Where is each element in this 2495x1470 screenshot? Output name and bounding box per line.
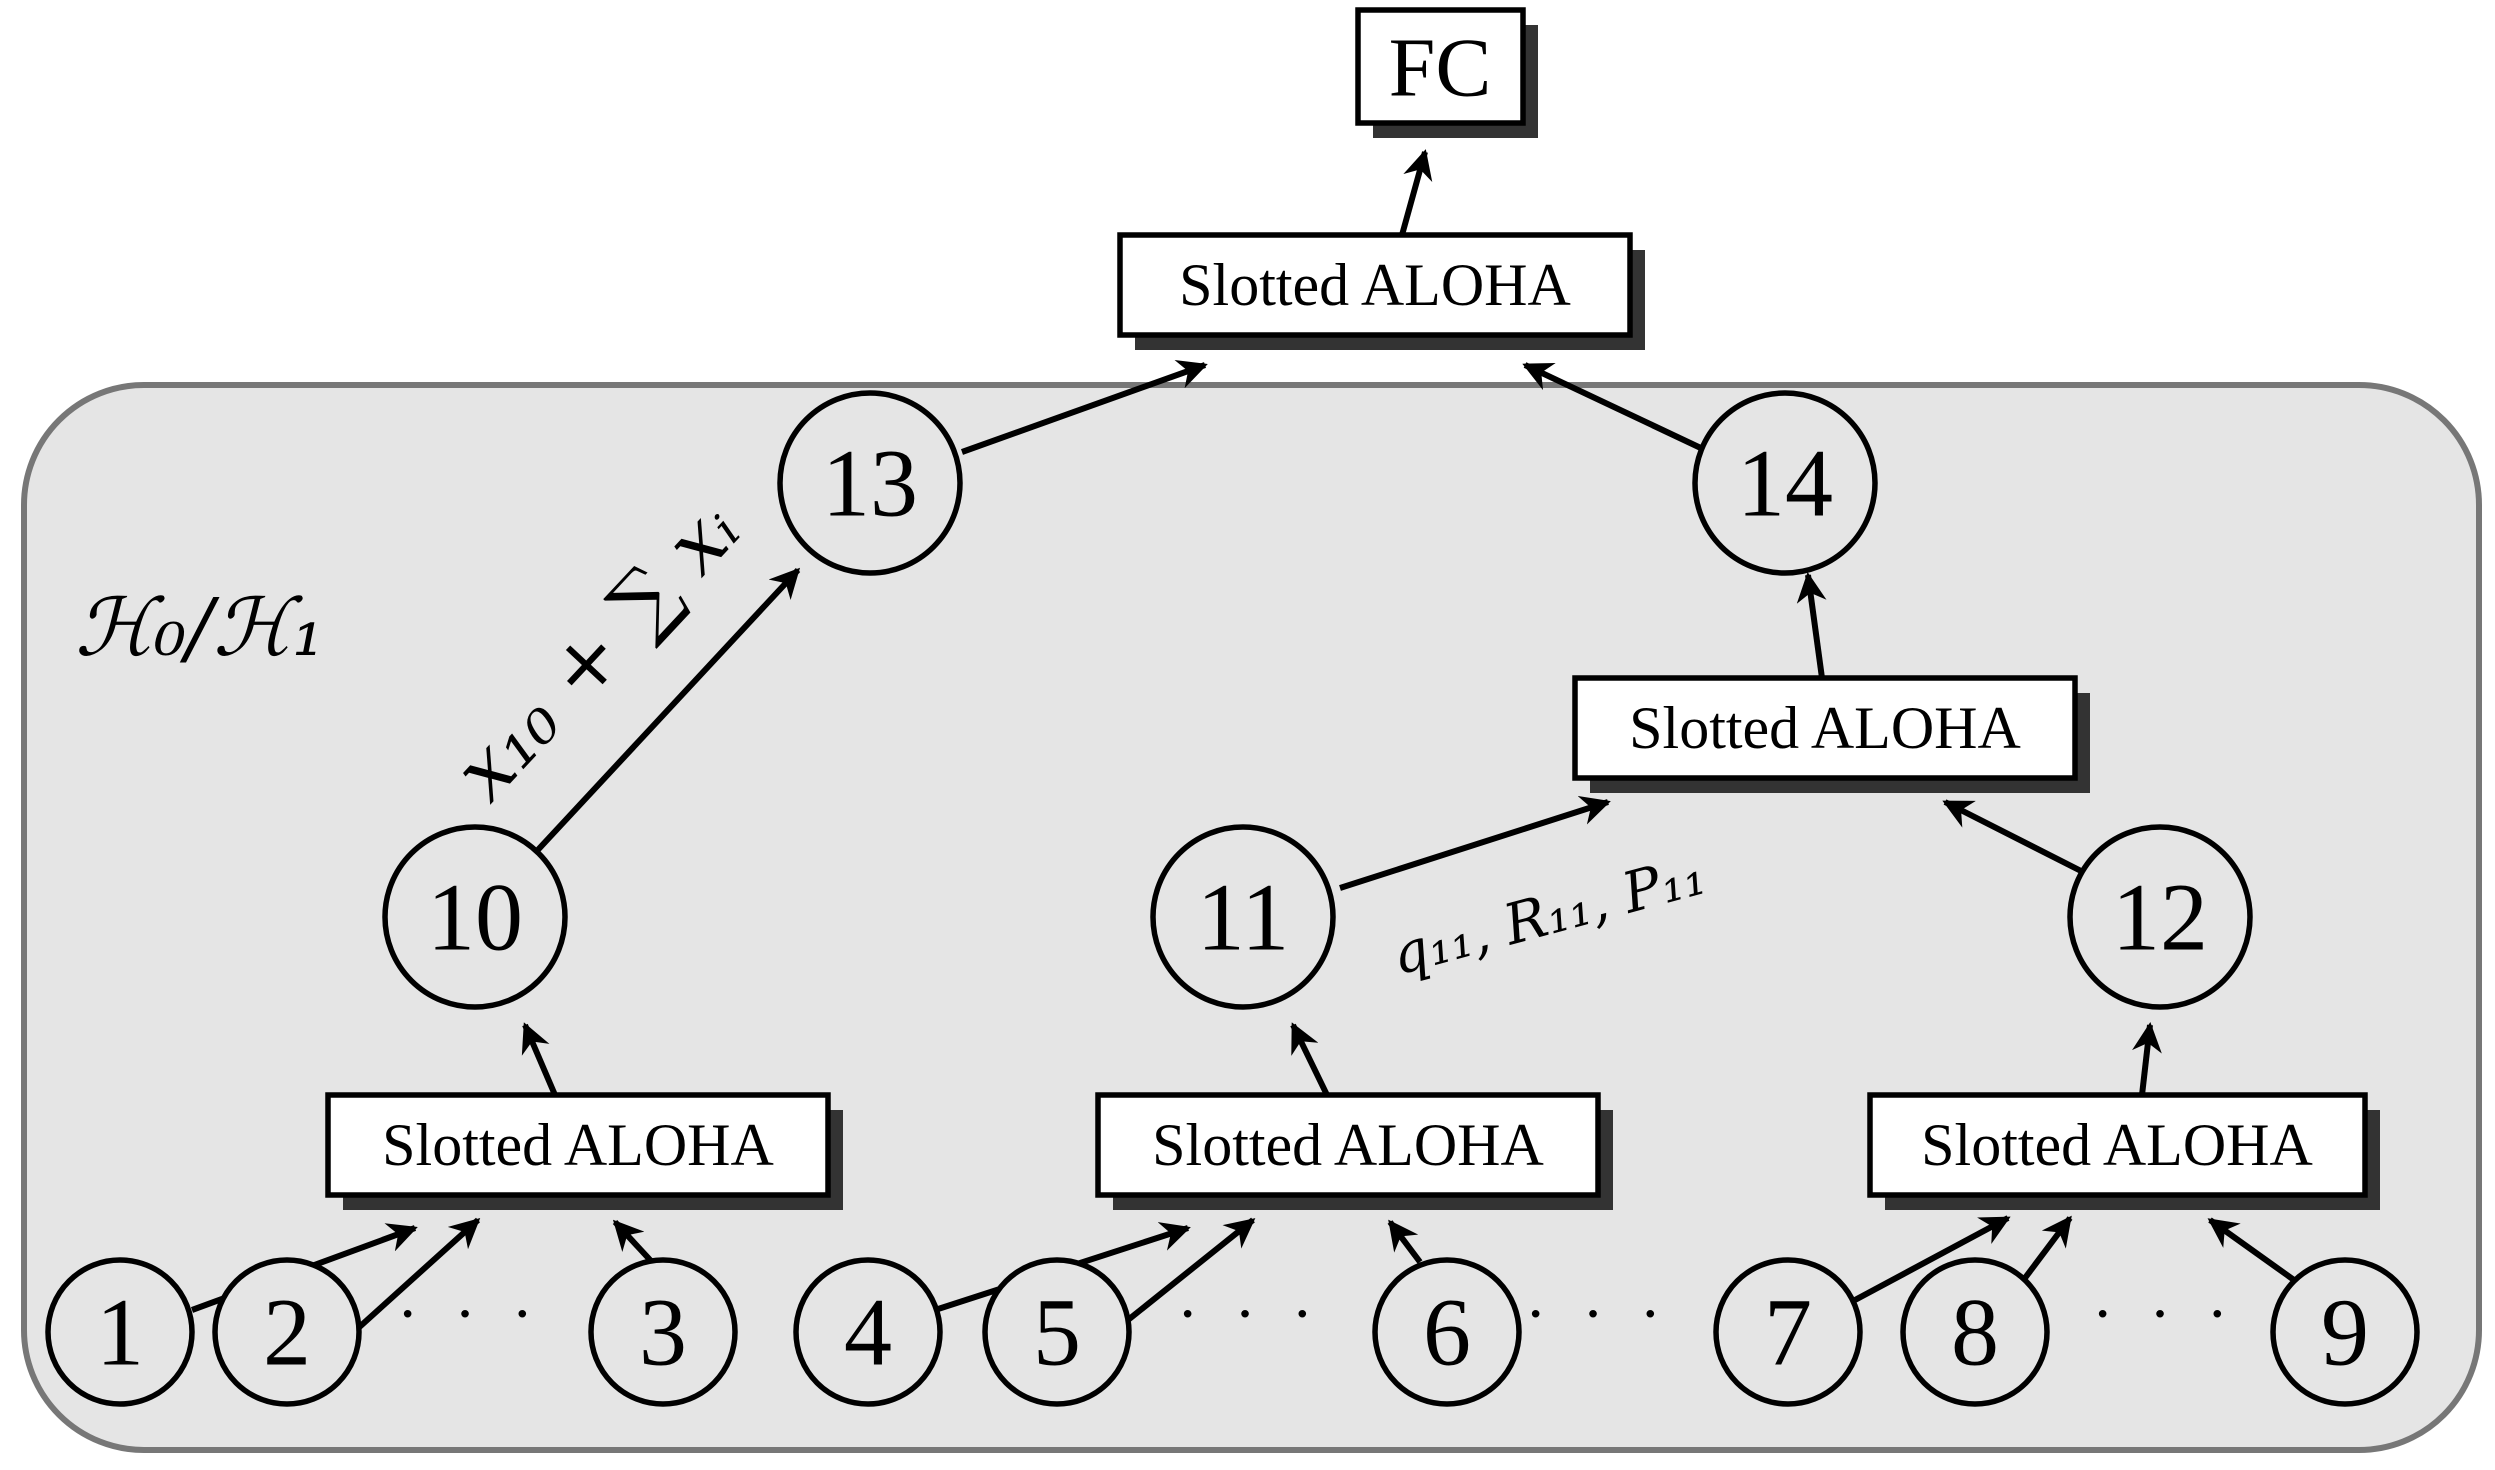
aloha-label: Slotted ALOHA <box>382 1112 774 1178</box>
svg-text:5: 5 <box>1033 1279 1081 1386</box>
svg-text:11: 11 <box>1197 864 1289 971</box>
node-12: 12 <box>2067 824 2253 1010</box>
node-6: 6 <box>1372 1257 1522 1407</box>
svg-text:2: 2 <box>263 1279 311 1386</box>
edges <box>190 149 2310 1343</box>
svg-text:4: 4 <box>844 1279 892 1386</box>
aloha-box-bottom-left: Slotted ALOHA <box>325 1092 843 1210</box>
aloha-label: Slotted ALOHA <box>1179 252 1571 318</box>
aloha-label: Slotted ALOHA <box>1629 695 2021 761</box>
svg-text:1: 1 <box>96 1279 144 1386</box>
node-8: 8 <box>1900 1257 2050 1407</box>
node-13: 13 <box>777 390 963 576</box>
node-9: 9 <box>2270 1257 2420 1407</box>
svg-text:12: 12 <box>2112 864 2208 971</box>
svg-text:14: 14 <box>1737 430 1833 537</box>
svg-text:3: 3 <box>639 1279 687 1386</box>
svg-text:10: 10 <box>427 864 523 971</box>
svg-text:7: 7 <box>1764 1279 1812 1386</box>
svg-text:6: 6 <box>1423 1279 1471 1386</box>
node-11: 11 <box>1150 824 1336 1010</box>
aloha-box-bottom-middle: Slotted ALOHA <box>1095 1092 1613 1210</box>
ellipsis: · · · <box>2092 1278 2238 1349</box>
node-4: 4 <box>793 1257 943 1407</box>
aloha-box-bottom-right: Slotted ALOHA <box>1867 1092 2380 1210</box>
aloha-box-middle: Slotted ALOHA <box>1572 675 2090 793</box>
fusion-center-label: FC <box>1389 22 1492 115</box>
svg-text:9: 9 <box>2321 1279 2369 1386</box>
node-3: 3 <box>588 1257 738 1407</box>
node-7: 7 <box>1713 1257 1863 1407</box>
node-10: 10 <box>382 824 568 1010</box>
node-5: 5 <box>982 1257 1132 1407</box>
node-1: 1 <box>45 1257 195 1407</box>
aloha-label: Slotted ALOHA <box>1152 1112 1544 1178</box>
aloha-box-top: Slotted ALOHA <box>1117 232 1645 350</box>
svg-text:13: 13 <box>822 430 918 537</box>
node-2: 2 <box>212 1257 362 1407</box>
fusion-center-box: FC <box>1355 7 1538 138</box>
node-14: 14 <box>1692 390 1878 576</box>
hypothesis-label: ℋ₀/ℋ₁ <box>75 581 324 674</box>
ellipsis: · · · <box>1525 1278 1671 1349</box>
ellipsis: · · · <box>397 1278 543 1349</box>
svg-text:8: 8 <box>1951 1279 1999 1386</box>
aloha-label: Slotted ALOHA <box>1921 1112 2313 1178</box>
ellipsis: · · · <box>1177 1278 1323 1349</box>
